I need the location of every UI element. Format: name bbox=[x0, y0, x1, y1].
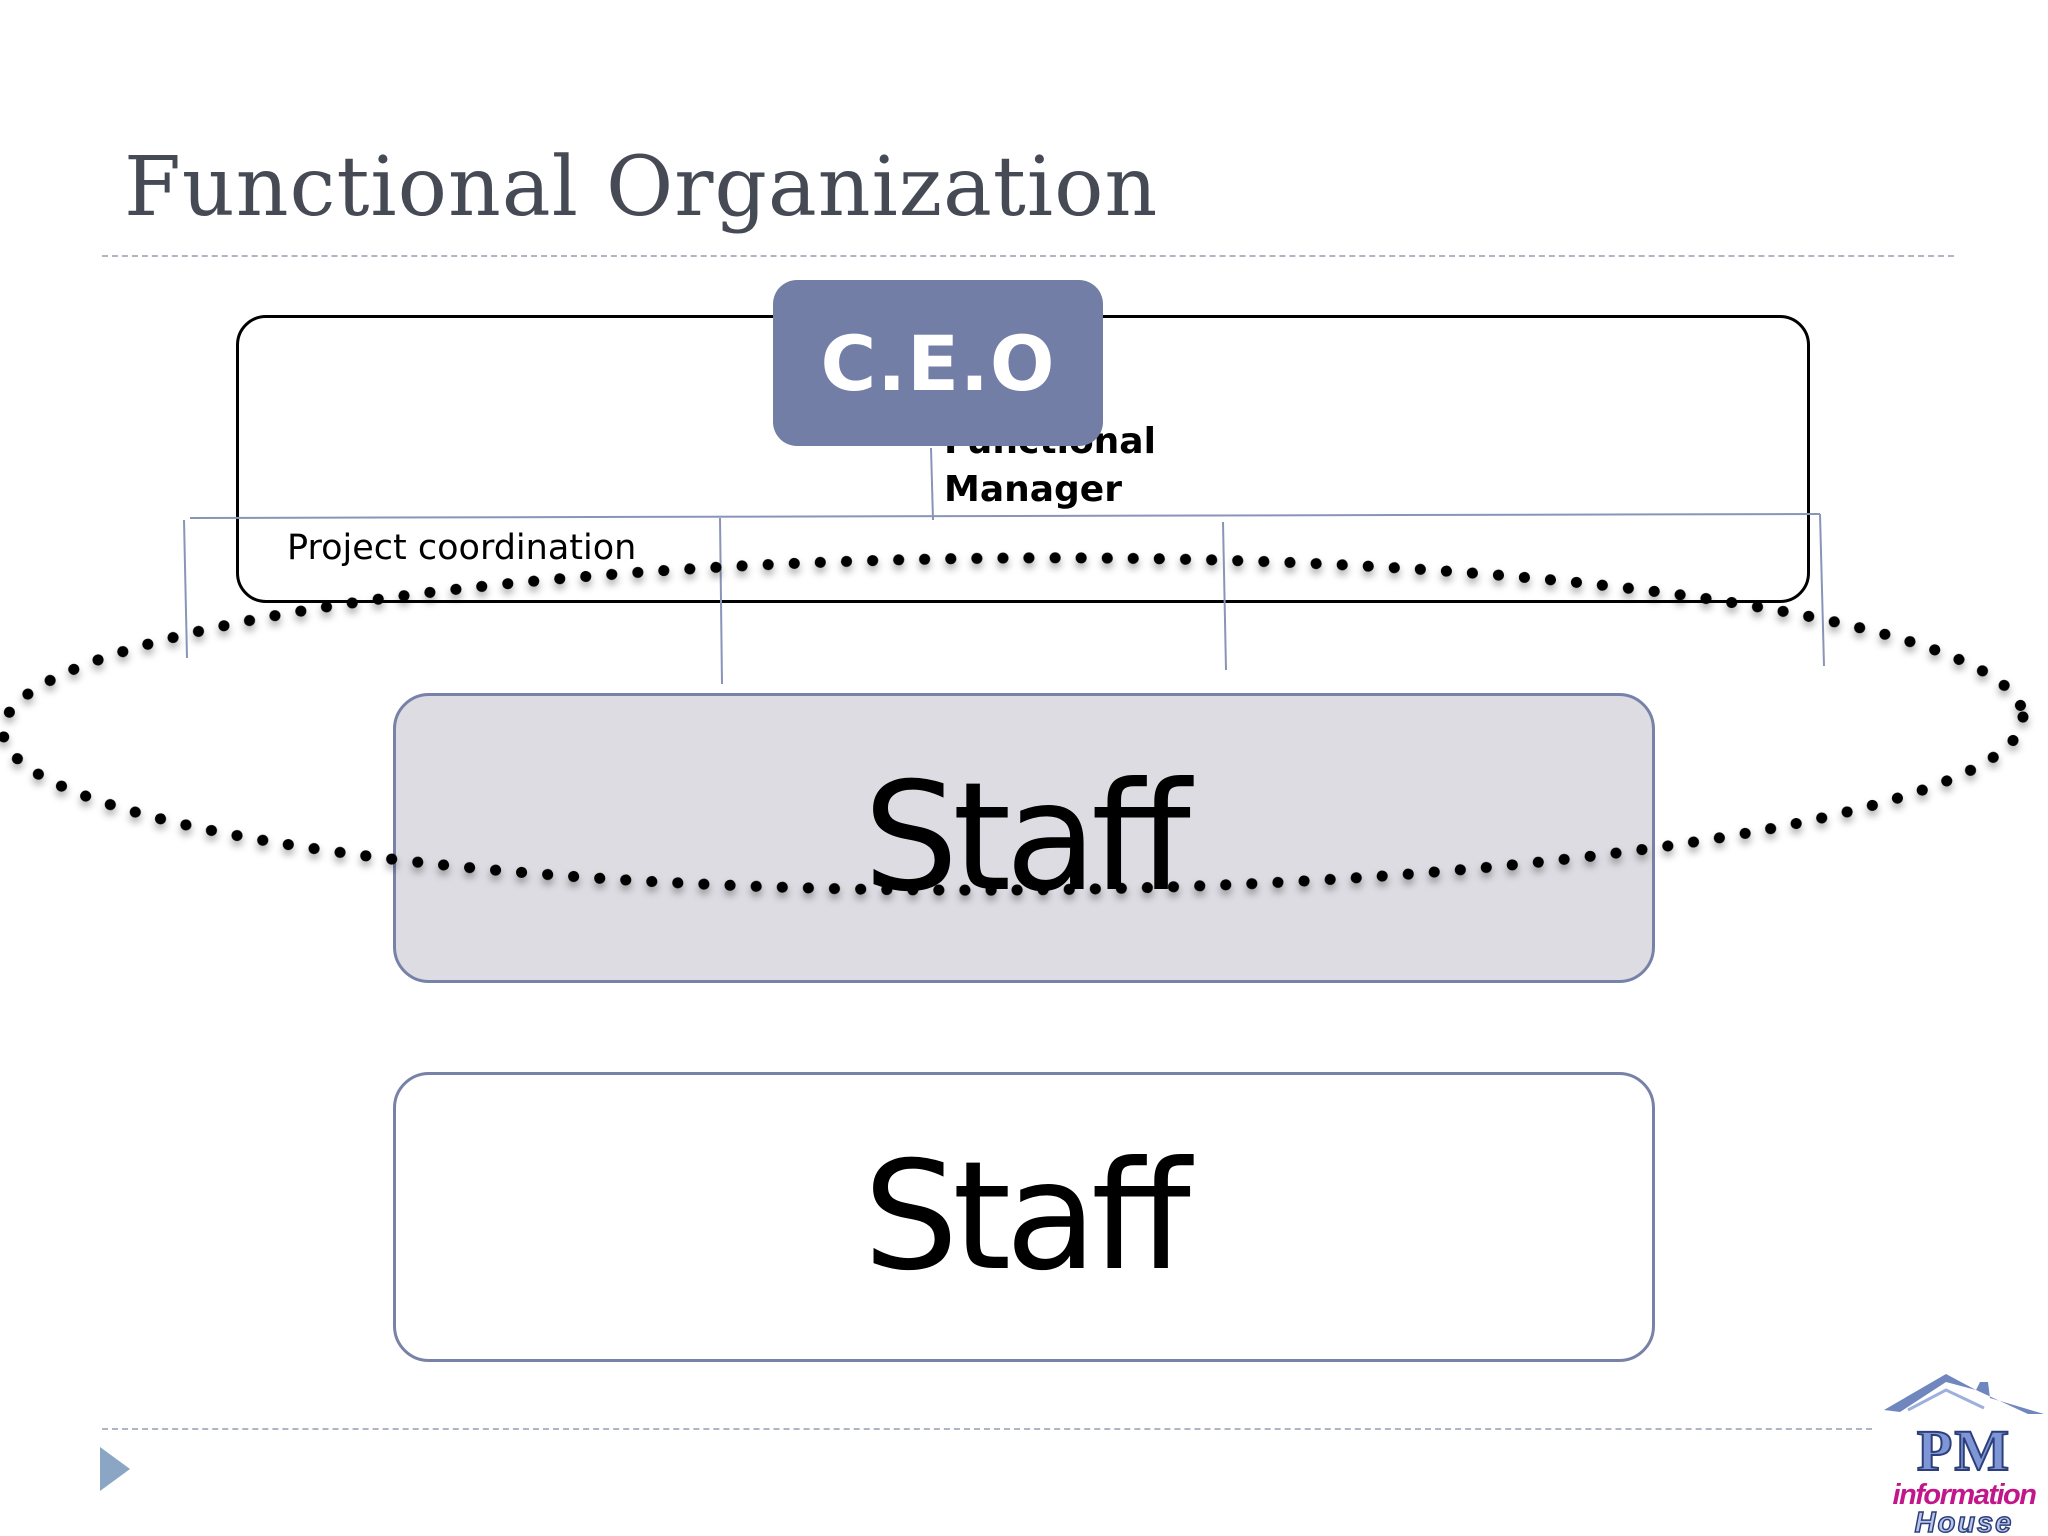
logo-text-pm: PM bbox=[1917, 1418, 2011, 1483]
footer-divider bbox=[102, 1428, 1872, 1430]
drop-line-1 bbox=[183, 519, 188, 659]
logo-text-information: information bbox=[1893, 1479, 2037, 1511]
slide-title: Functional Organization bbox=[124, 140, 1159, 235]
staff-box: Staff bbox=[393, 1072, 1655, 1362]
staff-label: Staff bbox=[863, 1130, 1191, 1304]
project-coordination-label: Project coordination bbox=[287, 528, 637, 568]
play-arrow-icon[interactable] bbox=[100, 1447, 130, 1491]
drop-line-4 bbox=[1819, 513, 1825, 667]
logo-text-house: House bbox=[1915, 1507, 2014, 1536]
staff-box-highlighted: Staff bbox=[393, 693, 1655, 983]
staff-label: Staff bbox=[863, 751, 1191, 925]
title-divider bbox=[102, 255, 1954, 257]
pm-information-house-logo: PM information House bbox=[1884, 1374, 2044, 1536]
ceo-box: C.E.O bbox=[773, 280, 1103, 446]
ceo-label: C.E.O bbox=[820, 318, 1056, 408]
